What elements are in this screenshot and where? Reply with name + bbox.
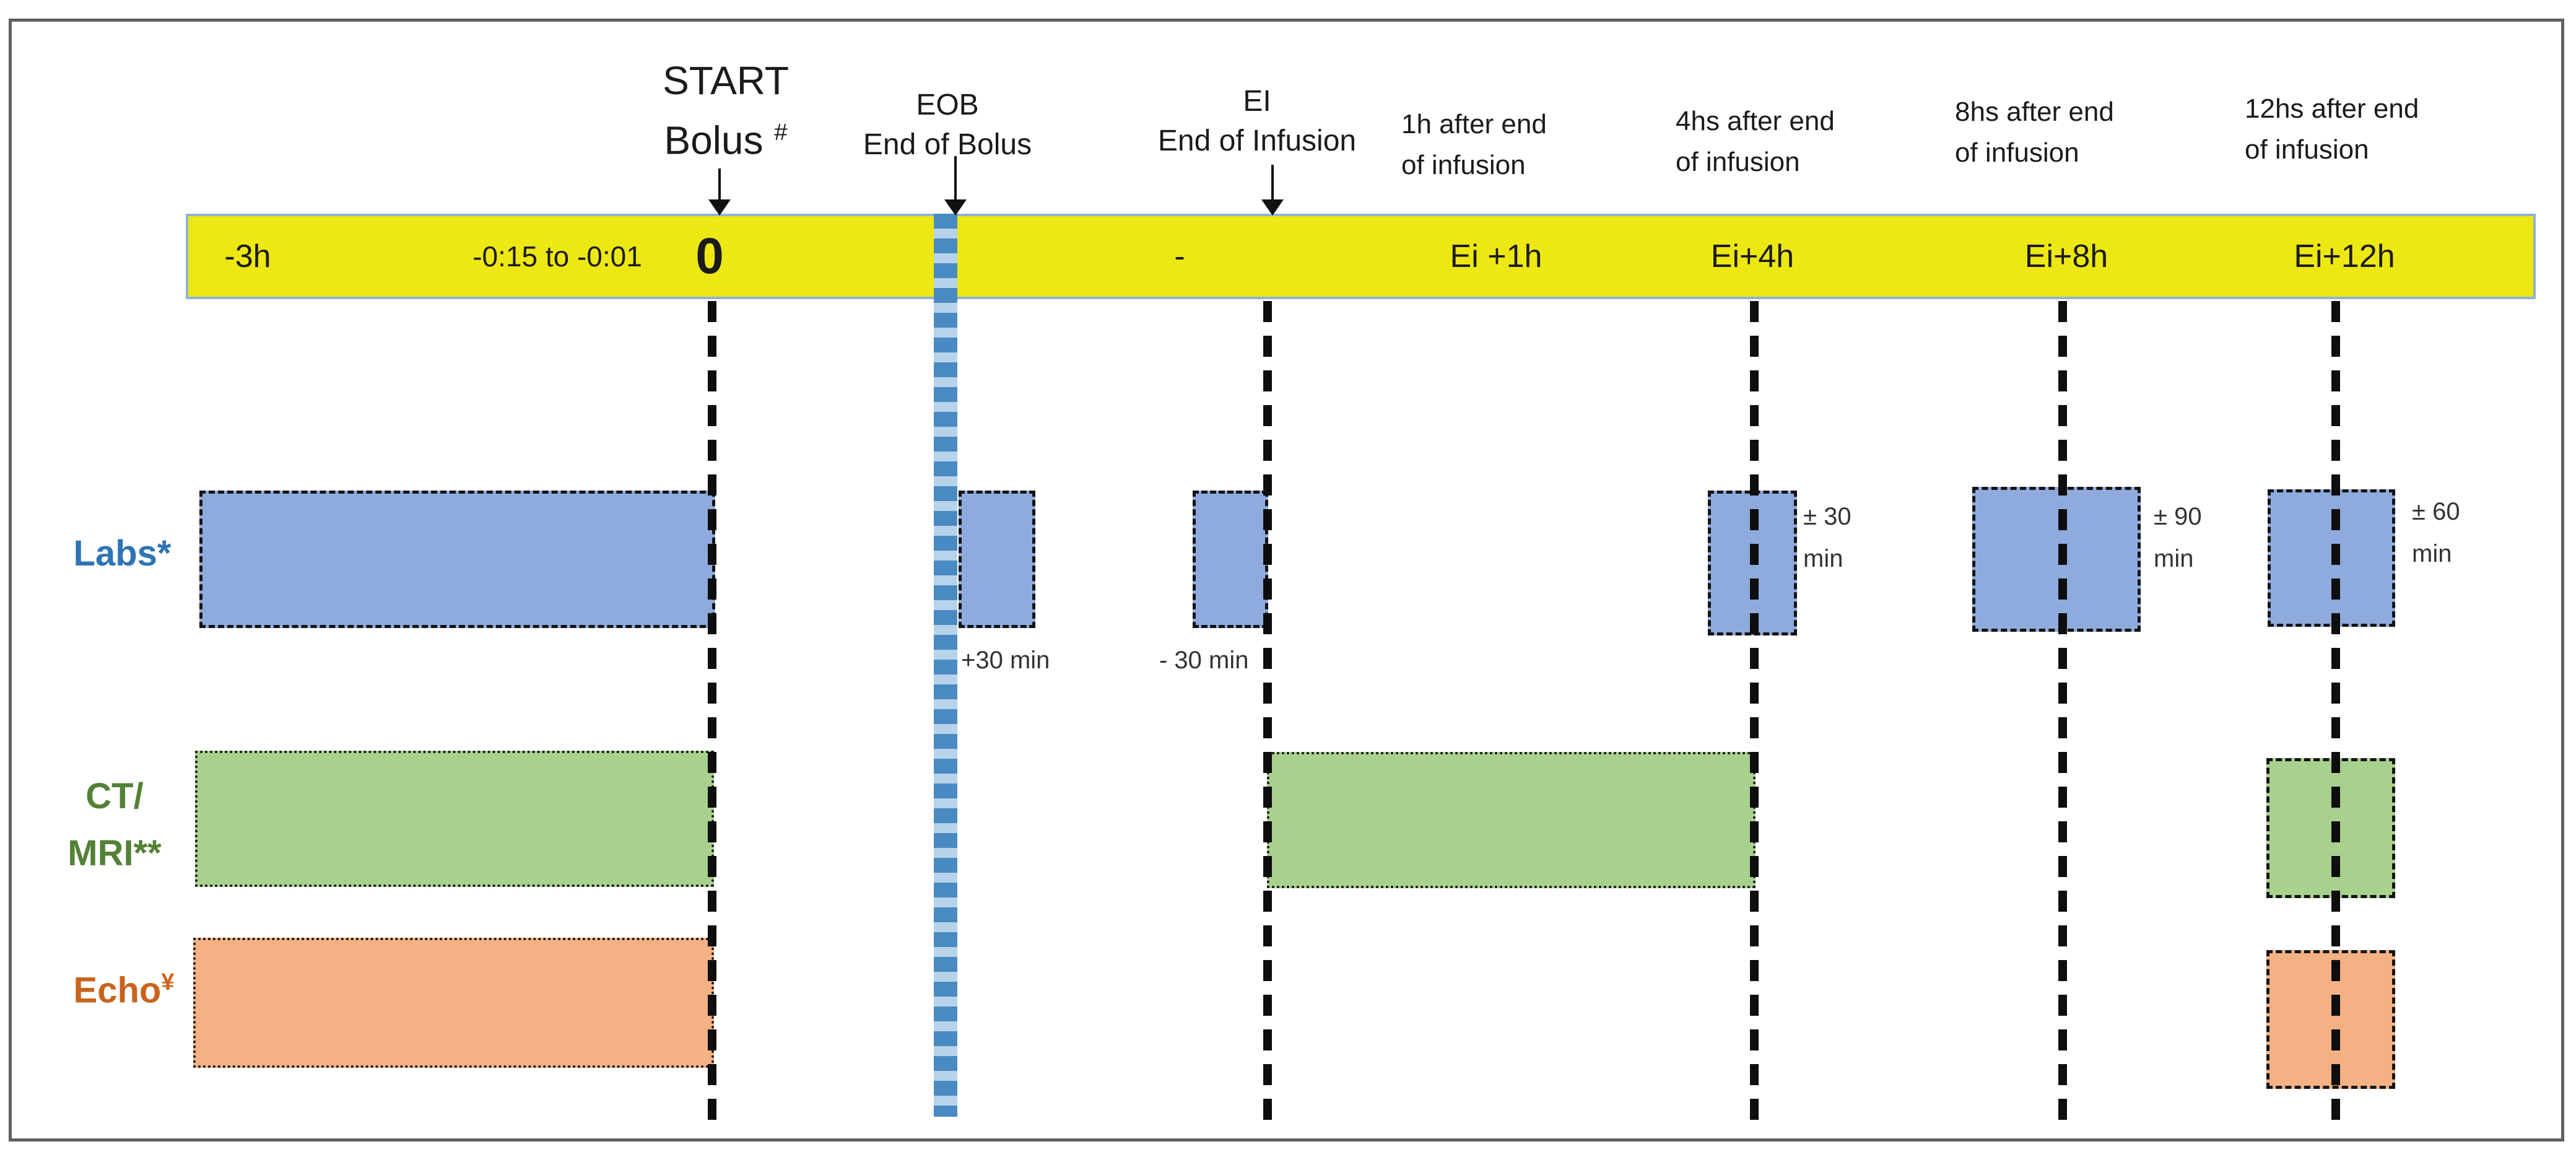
echo-box-baseline (193, 938, 714, 1068)
start-arrow-shaft (718, 168, 721, 201)
timeline-label-ei4h: Ei+4h (1710, 238, 1795, 274)
header-start-line2: Bolus # (664, 118, 788, 163)
timeline-label-ei8h: Ei+8h (2024, 238, 2108, 274)
header-8h-line2: of infusion (1955, 138, 2079, 168)
event-line-start (708, 301, 716, 1120)
start-arrow-head (708, 199, 731, 216)
note-pm30-line1: ± 30 (1803, 503, 1852, 530)
timeline-label-zero: 0 (695, 228, 724, 284)
labs-box-baseline (199, 491, 715, 628)
header-4h-line1: 4hs after end (1676, 106, 1835, 136)
event-line-ei (1263, 301, 1272, 1120)
eob-arrow-shaft (954, 156, 957, 201)
note-pm60-line1: ± 60 (2412, 498, 2460, 525)
row-label-echo: Echo¥ (73, 969, 175, 1011)
header-12h-line1: 12hs after end (2245, 94, 2419, 124)
figure-border (9, 19, 2564, 1142)
header-eob-line1: EOB (916, 89, 979, 121)
event-line-ei8h (2058, 301, 2067, 1120)
header-start-bolus: START Bolus # (663, 55, 789, 166)
labs-box-eob (959, 491, 1035, 628)
header-ei: EI End of Infusion (1158, 82, 1356, 161)
eob-hatched-bar (934, 214, 957, 1117)
timeline-label-ei12h: Ei+12h (2294, 238, 2395, 274)
event-line-ei12h (2331, 301, 2340, 1120)
header-4h-line2: of infusion (1676, 147, 1800, 177)
row-label-ct-line1: CT/ (85, 776, 144, 816)
header-ei-line1: EI (1243, 85, 1271, 118)
header-1h-line2: of infusion (1401, 150, 1526, 180)
timeline-bar (186, 214, 2536, 299)
header-1h-line1: 1h after end (1401, 109, 1547, 139)
event-line-ei4h (1750, 301, 1759, 1120)
timeline-label-minus3h: -3h (224, 238, 271, 274)
header-1h-after: 1h after end of infusion (1401, 104, 1547, 186)
header-8h-after: 8hs after end of infusion (1955, 92, 2114, 173)
note-pm60-line2: min (2412, 540, 2452, 567)
timeline-label-ei1h: Ei +1h (1450, 238, 1543, 274)
header-start-line1: START (663, 58, 789, 103)
header-eob-line2: End of Bolus (863, 128, 1032, 161)
ct-box-ei-to-ei4h (1267, 752, 1756, 888)
header-4h-after: 4hs after end of infusion (1676, 101, 1835, 183)
note-pm90-line1: ± 90 (2154, 503, 2202, 530)
row-label-labs: Labs* (73, 533, 172, 574)
timeline-label-window: -0:15 to -0:01 (472, 240, 642, 273)
row-label-ct-mri: CT/ MRI** (37, 768, 192, 882)
note-pm30-line2: min (1803, 545, 1843, 572)
note-pm90-line2: min (2154, 545, 2194, 572)
header-12h-line2: of infusion (2245, 134, 2369, 165)
ct-box-ei12h (2266, 758, 2395, 898)
echo-box-ei12h (2266, 950, 2395, 1089)
note-pm30min: ± 30 min (1803, 496, 1852, 580)
header-eob: EOB End of Bolus (863, 85, 1032, 165)
header-8h-line1: 8hs after end (1955, 97, 2114, 127)
ct-box-baseline (195, 751, 714, 887)
note-pm90min: ± 90 min (2154, 496, 2202, 580)
echo-footnote-mark: ¥ (161, 969, 175, 995)
header-12h-after: 12hs after end of infusion (2245, 89, 2419, 170)
eob-arrow-head (944, 199, 967, 216)
start-footnote-mark: # (774, 119, 788, 146)
labs-box-ei8h (1972, 487, 2141, 632)
header-ei-line2: End of Infusion (1157, 124, 1357, 157)
note-pm60min: ± 60 min (2412, 491, 2460, 575)
row-label-ct-line2: MRI** (67, 833, 162, 873)
note-minus30min: - 30 min (1159, 647, 1249, 674)
timeline-label-dash: - (1174, 238, 1185, 274)
note-plus30min: +30 min (961, 647, 1050, 674)
ei-arrow-head (1261, 199, 1284, 216)
labs-box-pre-ei (1193, 491, 1268, 628)
ei-arrow-shaft (1271, 165, 1274, 201)
